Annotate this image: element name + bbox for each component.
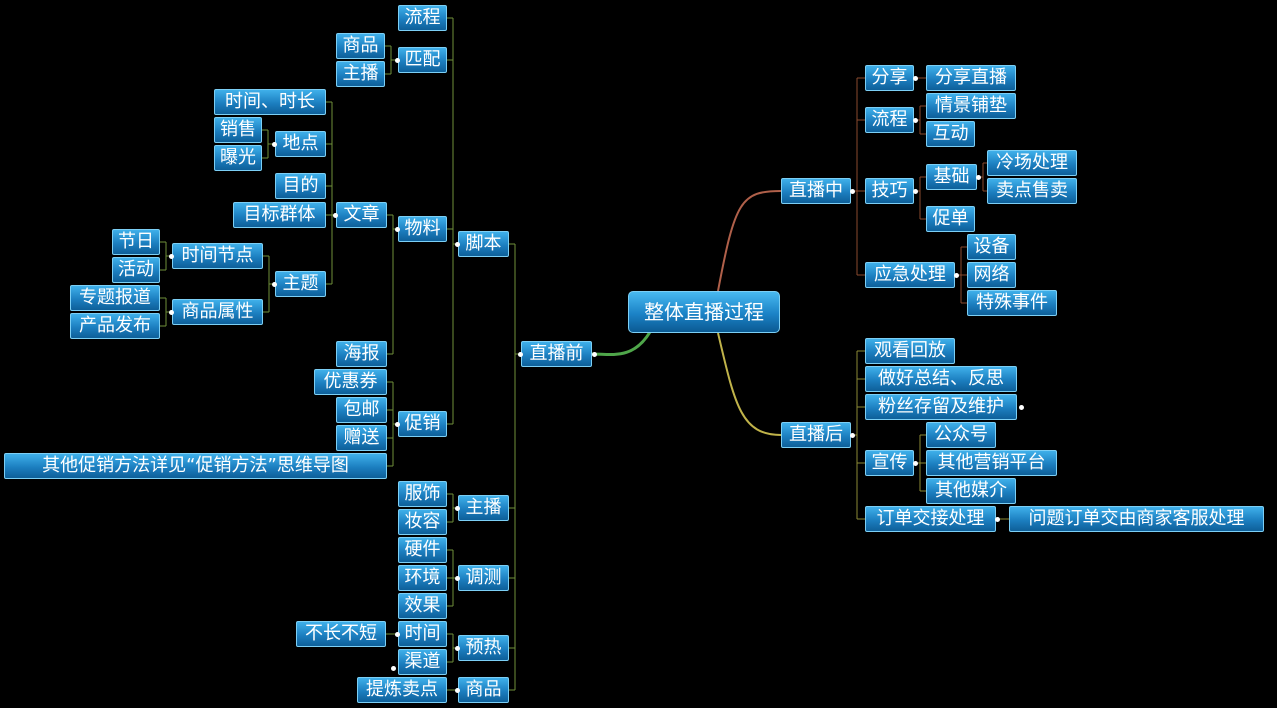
connector-dot [454,575,460,581]
node-product-launch[interactable]: 产品发布 [70,313,160,339]
node-share[interactable]: 分享 [865,65,914,91]
connector-dot [394,57,400,63]
node-summary[interactable]: 做好总结、反思 [865,366,1017,392]
node-basic[interactable]: 基础 [926,164,977,190]
node-after[interactable]: 直播后 [781,422,851,448]
connector-dot [1018,404,1024,410]
connector-dot [390,665,396,671]
node-article[interactable]: 文章 [336,202,387,228]
node-order-handover[interactable]: 订单交接处理 [865,506,996,532]
connector-line [591,331,652,357]
node-skill[interactable]: 技巧 [865,178,914,204]
node-promo[interactable]: 促销 [398,411,447,437]
node-emergency[interactable]: 应急处理 [865,262,955,288]
connector-dot [168,253,174,259]
node-gift[interactable]: 赠送 [336,425,387,451]
node-purpose[interactable]: 目的 [275,173,326,199]
connector-dot [454,645,460,651]
node-network[interactable]: 网络 [967,262,1016,288]
connector-dot [394,421,400,427]
node-other-promo[interactable]: 其他促销方法详见“促销方法”思维导图 [4,453,387,479]
node-makeup[interactable]: 妆容 [398,509,447,535]
node-match-anchor[interactable]: 主播 [336,61,385,87]
node-material[interactable]: 物料 [398,216,447,242]
node-push-order[interactable]: 促单 [926,206,975,232]
node-time-duration[interactable]: 时间、时长 [214,89,326,115]
node-script[interactable]: 脚本 [458,231,509,257]
node-match[interactable]: 匹配 [398,47,447,73]
node-effect[interactable]: 效果 [398,593,447,619]
node-feature-report[interactable]: 专题报道 [70,285,160,311]
connector-dot [912,188,918,194]
connector-dot [271,141,277,147]
connector-dot [454,241,460,247]
connector-dot [454,687,460,693]
node-hardware[interactable]: 硬件 [398,537,447,563]
node-problem-order[interactable]: 问题订单交由商家客服处理 [1009,506,1264,532]
connector-dot [953,272,959,278]
node-extract-selling-point[interactable]: 提炼卖点 [357,677,447,703]
node-tuning[interactable]: 调测 [458,565,509,591]
node-theme[interactable]: 主题 [275,271,326,297]
node-replay[interactable]: 观看回放 [865,338,955,364]
node-place-exposure[interactable]: 曝光 [214,145,262,171]
node-fans[interactable]: 粉丝存留及维护 [865,394,1017,420]
node-special-event[interactable]: 特殊事件 [967,290,1057,316]
node-share-live[interactable]: 分享直播 [926,65,1016,91]
node-channel[interactable]: 渠道 [398,649,447,675]
node-coupon[interactable]: 优惠券 [314,369,387,395]
connector-dot [591,351,597,357]
node-place-sales[interactable]: 销售 [214,117,262,143]
node-interaction[interactable]: 互动 [926,121,975,147]
connector-line [717,190,782,292]
node-cold-scene[interactable]: 冷场处理 [987,150,1077,176]
connector-dot [994,516,1000,522]
node-free-shipping[interactable]: 包邮 [336,397,387,423]
node-preheat-time[interactable]: 时间 [398,621,447,647]
node-audience[interactable]: 目标群体 [233,202,326,228]
node-clothing[interactable]: 服饰 [398,481,447,507]
node-scene-setup[interactable]: 情景铺垫 [926,93,1016,119]
node-during[interactable]: 直播中 [781,178,851,204]
connector-dot [394,226,400,232]
node-device[interactable]: 设备 [967,234,1016,260]
connector-dot [454,505,460,511]
connector-dot [975,174,981,180]
connector-dot [912,117,918,123]
node-other-platform[interactable]: 其他营销平台 [926,450,1057,476]
node-during-flow[interactable]: 流程 [865,107,914,133]
node-environment[interactable]: 环境 [398,565,447,591]
node-official-account[interactable]: 公众号 [926,422,996,448]
node-goods[interactable]: 商品 [458,677,509,703]
node-before[interactable]: 直播前 [521,341,592,367]
node-preheat[interactable]: 预热 [458,635,509,661]
connector-dot [332,212,338,218]
node-poster[interactable]: 海报 [336,341,387,367]
node-selling-point[interactable]: 卖点售卖 [987,178,1077,204]
connector-dot [394,631,400,637]
root-node[interactable]: 整体直播过程 [628,291,780,333]
node-flow[interactable]: 流程 [398,5,447,31]
node-anchor[interactable]: 主播 [458,495,509,521]
node-other-media[interactable]: 其他媒介 [926,478,1016,504]
connector-dot [271,281,277,287]
node-not-long-not-short[interactable]: 不长不短 [296,621,386,647]
node-match-goods[interactable]: 商品 [336,33,385,59]
connector-dot [517,351,523,357]
node-product-attr[interactable]: 商品属性 [172,299,263,325]
connector-dot [912,460,918,466]
connector-line [717,332,782,436]
connector-dot [912,75,918,81]
connector-dot [849,188,855,194]
connector-dot [849,432,855,438]
node-time-node[interactable]: 时间节点 [172,243,263,269]
connector-dot [168,309,174,315]
node-place[interactable]: 地点 [275,131,326,157]
node-activity[interactable]: 活动 [112,257,160,283]
node-publicity[interactable]: 宣传 [865,450,914,476]
node-festival[interactable]: 节日 [112,229,160,255]
